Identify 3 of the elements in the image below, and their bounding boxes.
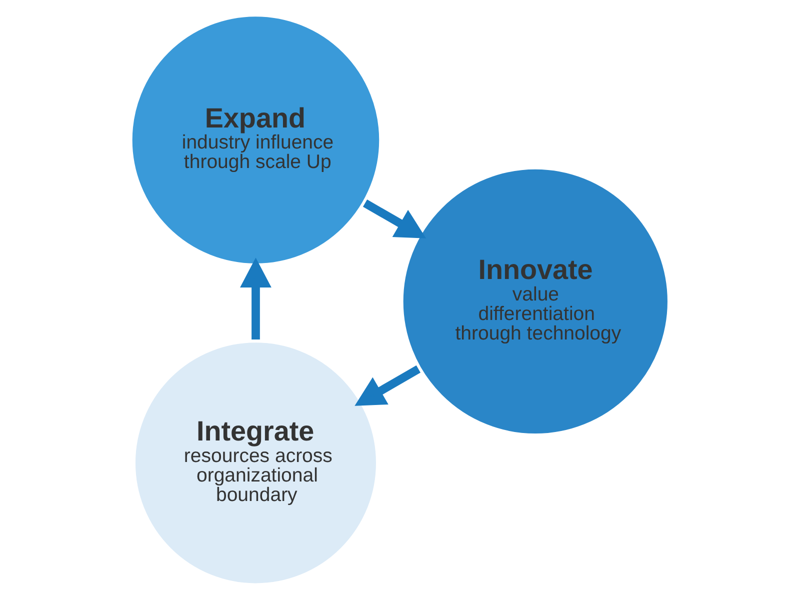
arrow [362, 200, 426, 238]
arrow [240, 258, 272, 340]
arrow [354, 365, 420, 406]
